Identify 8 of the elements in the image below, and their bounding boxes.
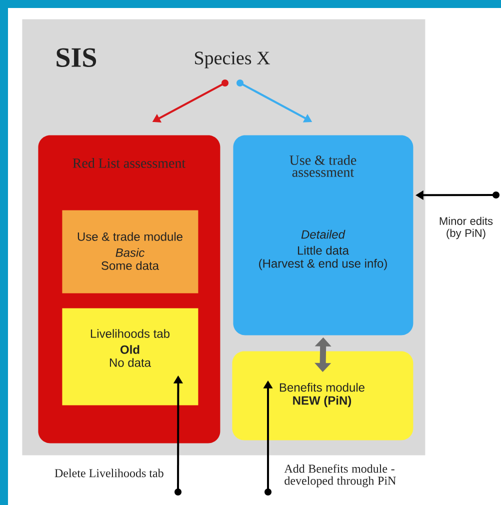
note-label: Minor edits (by PiN) [440,216,493,240]
module-box: Benefits module NEW (PiN) [232,351,414,440]
assessment-box: Use & trade assessment Detailed Little data (Harvest & end use info) [233,135,414,336]
note-label: Delete Livelihoods tab [54,468,164,478]
module-box: Use & trade module Basic Some data [62,210,198,294]
module-box: Livelihoods tab Old No data [62,308,198,406]
note-label: Add Benefits module - developed through PiN [284,464,396,488]
species-label: Species X [195,52,270,68]
